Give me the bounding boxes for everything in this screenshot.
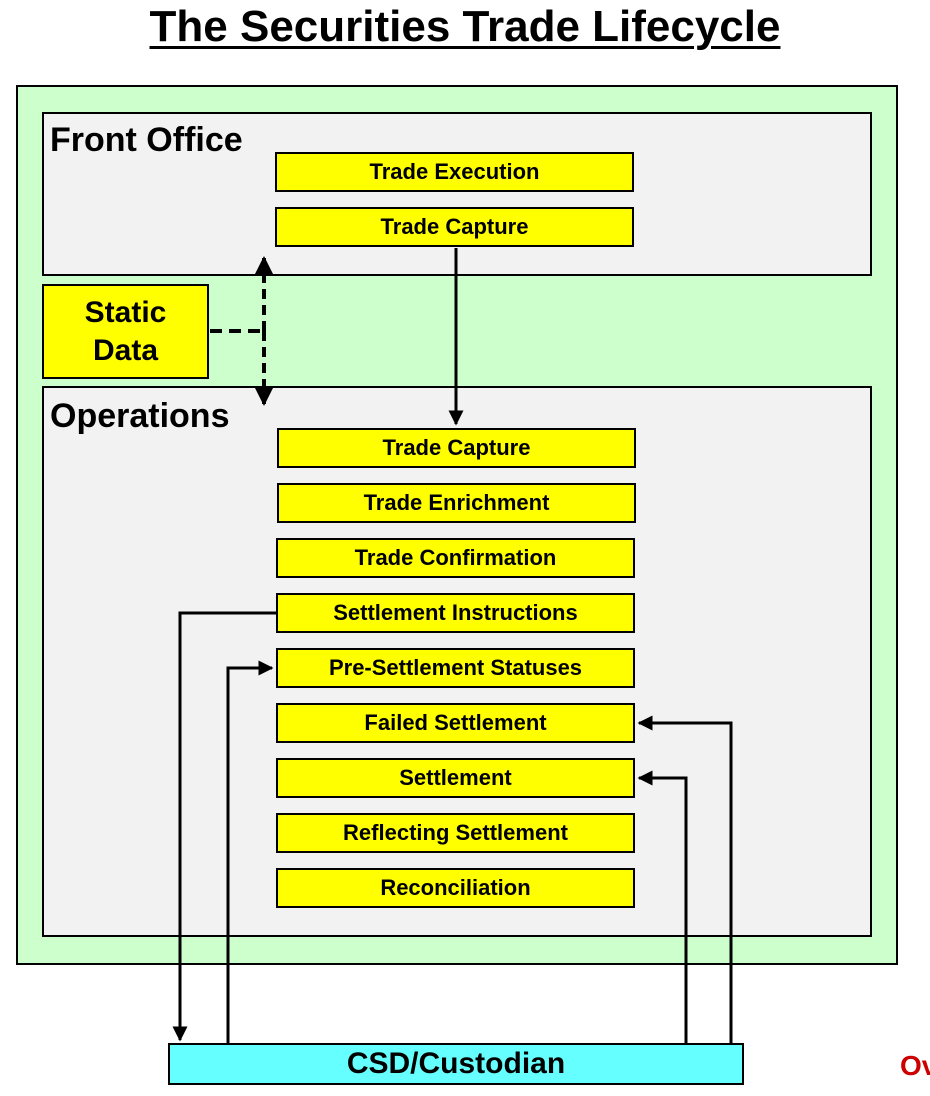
corner-fragment-text: Ov: [900, 1050, 930, 1081]
operations-label: Operations: [50, 397, 230, 435]
static-data-line-1: Static: [84, 295, 167, 329]
diagram-title: The Securities Trade Lifecycle: [149, 2, 781, 51]
step-trade-confirmation: Trade Confirmation: [276, 538, 635, 578]
step-settlement: Settlement: [276, 758, 635, 798]
step-trade-enrichment: Trade Enrichment: [277, 483, 636, 523]
step-front-trade-capture: Trade Capture: [275, 207, 634, 247]
step-ops-trade-capture: Trade Capture: [277, 428, 636, 468]
static-data-box: Static Data: [42, 284, 209, 379]
step-pre-settlement-statuses: Pre-Settlement Statuses: [276, 648, 635, 688]
step-reconciliation: Reconciliation: [276, 868, 635, 908]
front-office-label: Front Office: [50, 121, 243, 159]
step-settlement-instructions: Settlement Instructions: [276, 593, 635, 633]
step-trade-execution: Trade Execution: [275, 152, 634, 192]
csd-custodian-box: CSD/Custodian: [168, 1043, 744, 1085]
static-data-line-2: Data: [92, 333, 159, 367]
step-reflecting-settlement: Reflecting Settlement: [276, 813, 635, 853]
step-failed-settlement: Failed Settlement: [276, 703, 635, 743]
